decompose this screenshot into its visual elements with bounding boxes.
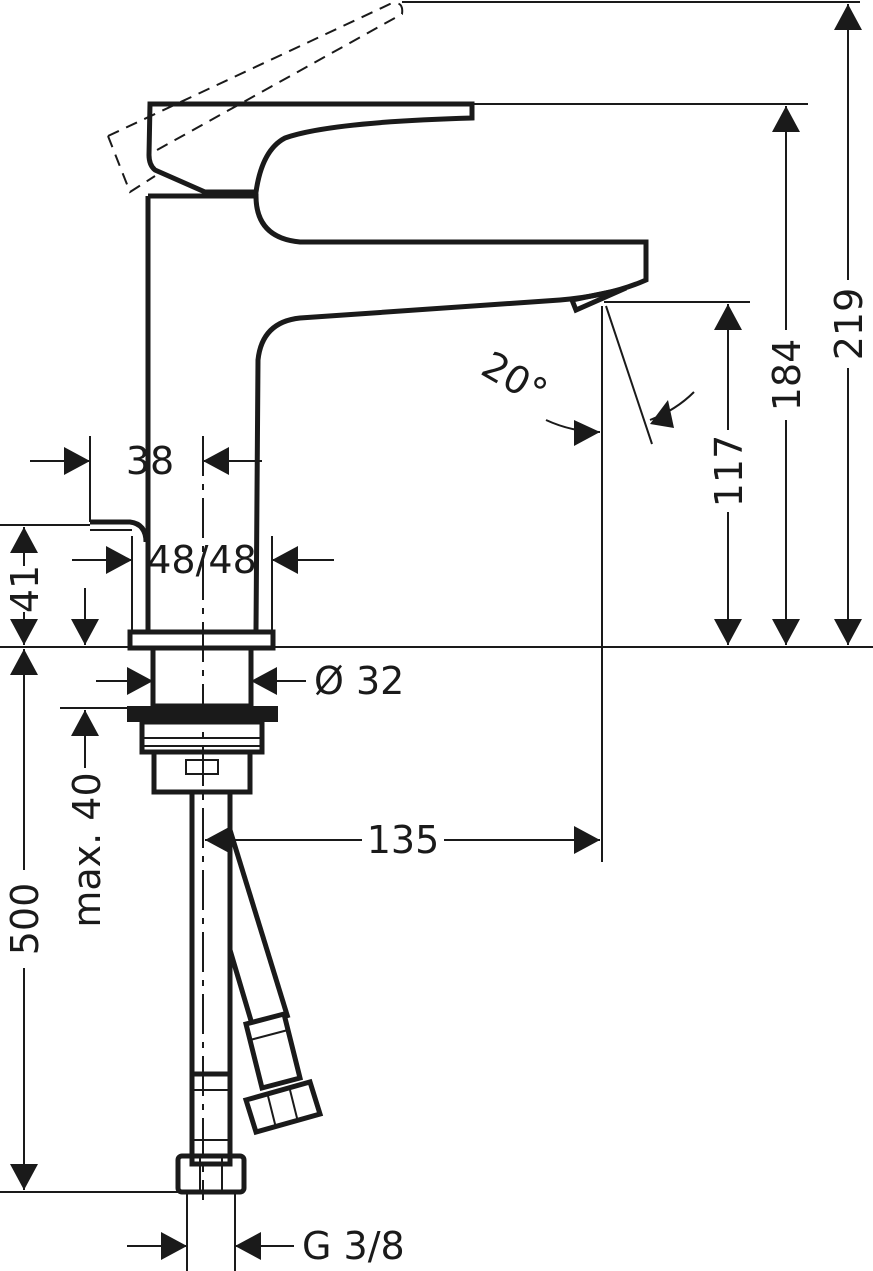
dimension-labels: 219 184 117 20° 38 48/48 41 Ø 32 max. 40… [3,288,871,1268]
dimension-lines [10,4,862,1260]
dim-angle-label: 20° [474,343,554,415]
dim-219-label: 219 [827,288,871,361]
dim-38-label: 38 [126,439,174,483]
faucet-body [90,2,649,1195]
dim-184-label: 184 [765,339,809,412]
dim-500-label: 500 [3,883,47,956]
dim-diameter-label: Ø 32 [314,659,404,703]
dim-117-label: 117 [707,435,751,508]
dim-max-40-label: max. 40 [65,772,109,927]
dim-135-label: 135 [367,818,440,862]
dim-41-label: 41 [3,565,47,613]
dim-thread-label: G 3/8 [302,1224,405,1268]
dim-48-label: 48/48 [147,538,257,582]
